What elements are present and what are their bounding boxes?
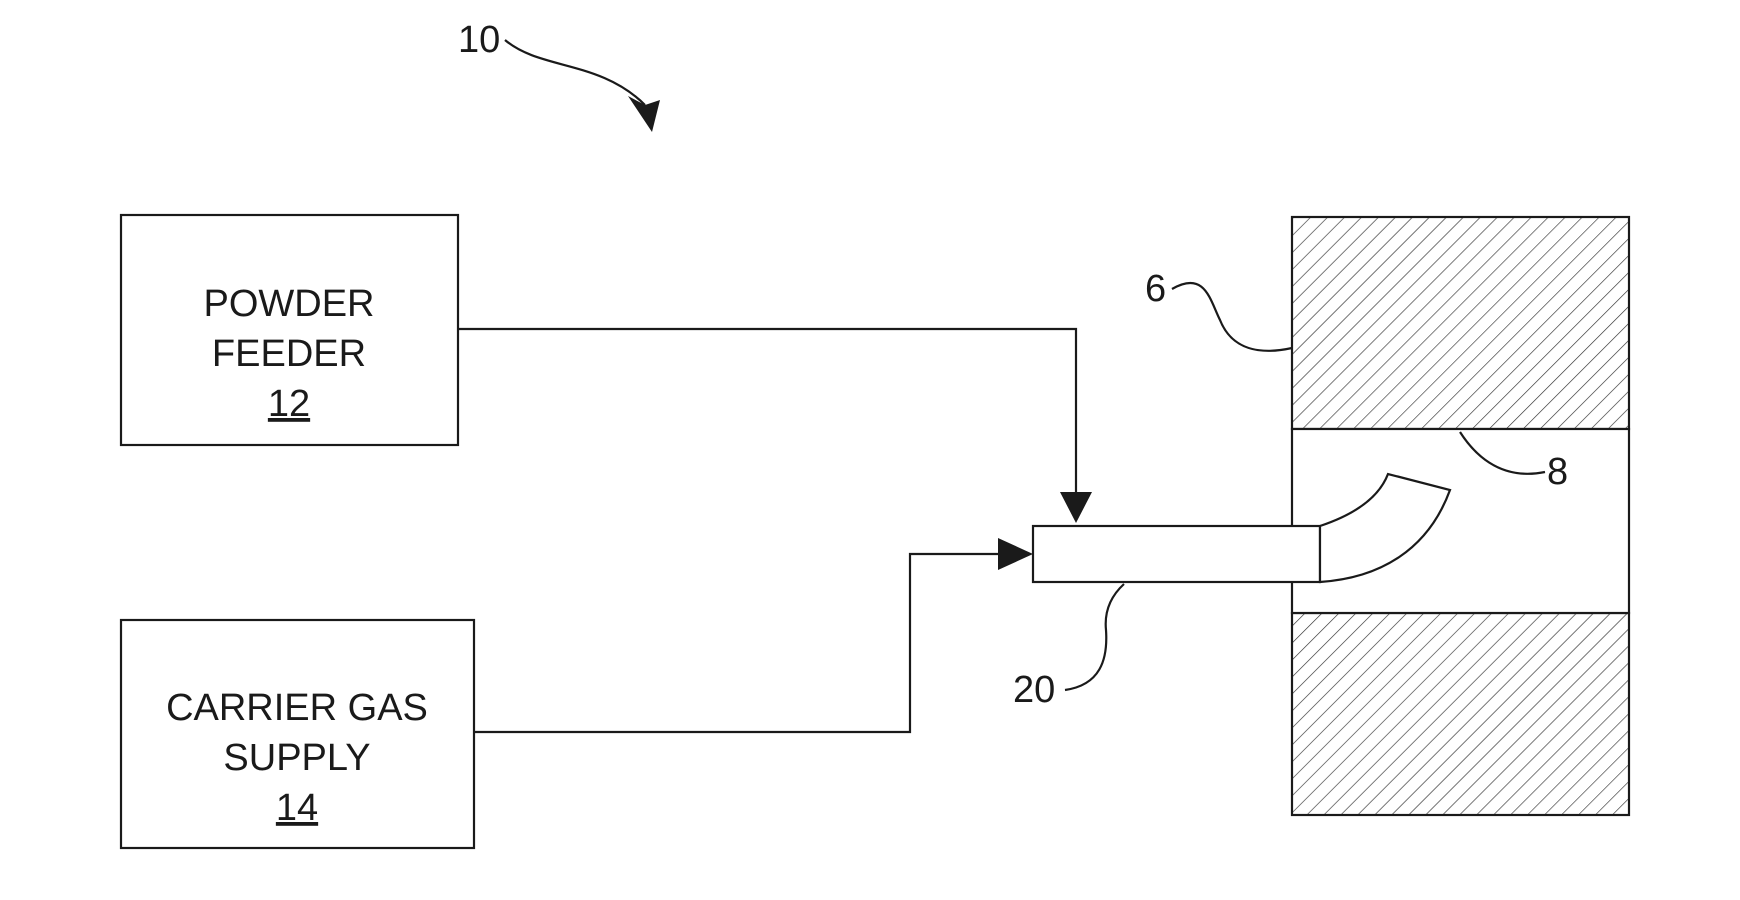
leader-arrowhead-10 (628, 96, 660, 132)
powder-feeder-ref: 12 (268, 383, 310, 425)
callout-6: 6 (1145, 268, 1166, 310)
callout-20: 20 (1013, 669, 1055, 711)
powder-feeder-label-line1: POWDER (204, 283, 375, 325)
lower-wall-section (1292, 613, 1629, 815)
carrier-gas-line (474, 554, 1000, 732)
carrier-gas-supply-block: CARRIER GAS SUPPLY 14 (121, 620, 474, 848)
carrier-gas-label-line1: CARRIER GAS (166, 687, 428, 729)
powder-feed-line (458, 329, 1076, 496)
powder-feeder-block: POWDER FEEDER 12 (121, 215, 458, 445)
callout-20-leader (1065, 584, 1124, 690)
powder-feeder-label-line2: FEEDER (212, 333, 366, 375)
callout-6-leader (1172, 283, 1292, 351)
powder-feed-arrowhead (1060, 492, 1092, 523)
ref-numeral-10: 10 (458, 19, 500, 61)
upper-wall-section (1292, 217, 1629, 429)
carrier-gas-arrowhead (998, 538, 1033, 570)
carrier-gas-ref: 14 (276, 787, 318, 829)
carrier-gas-label-line2: SUPPLY (223, 737, 370, 779)
leader-line-10 (505, 40, 645, 105)
callout-8: 8 (1547, 451, 1568, 493)
